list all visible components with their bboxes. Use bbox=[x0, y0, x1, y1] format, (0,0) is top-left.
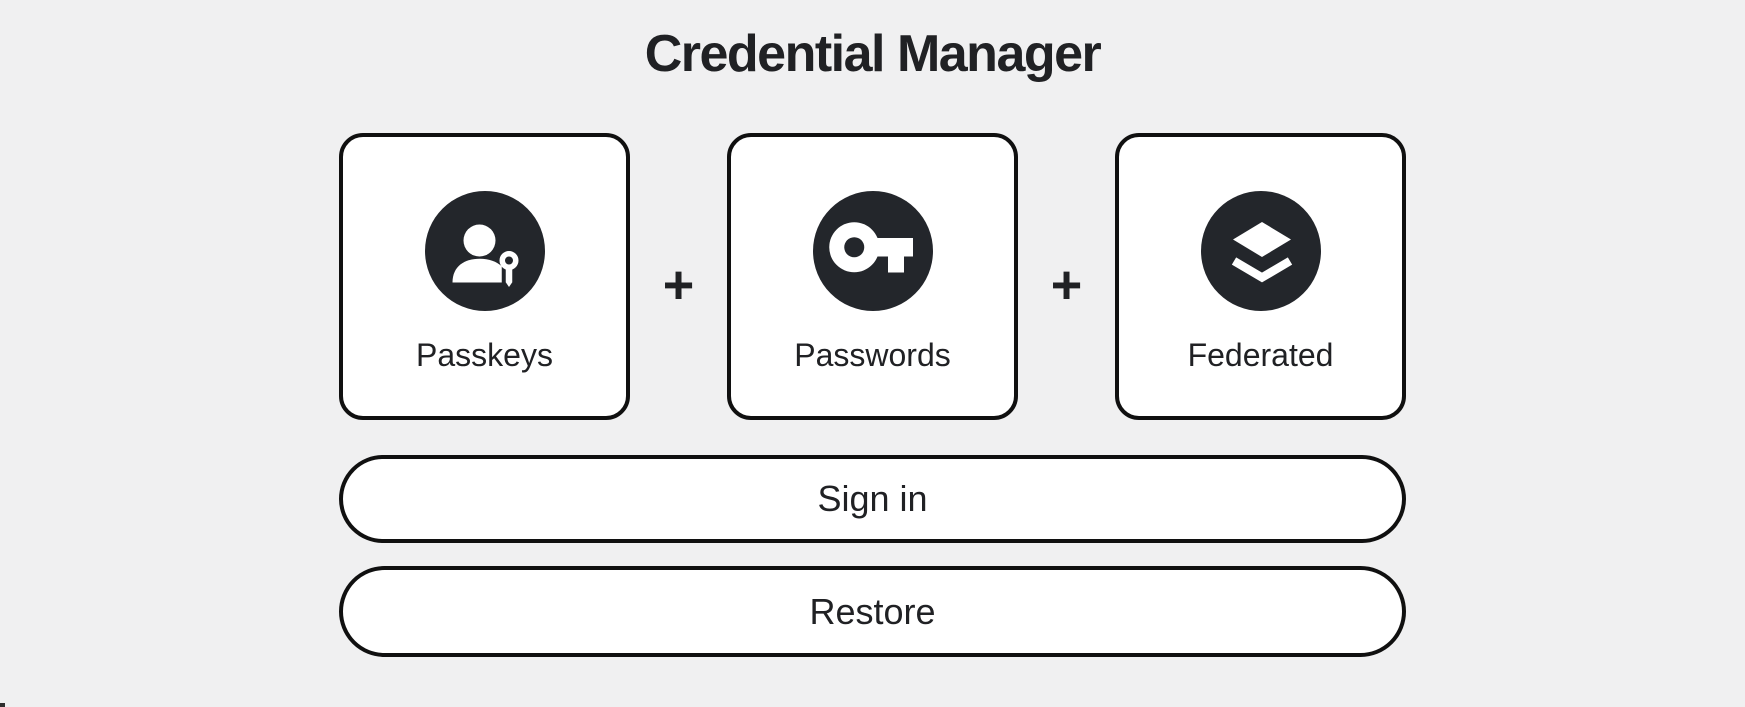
card-label-passwords: Passwords bbox=[794, 337, 951, 373]
restore-button[interactable]: Restore bbox=[339, 566, 1406, 657]
page-title: Credential Manager bbox=[644, 25, 1102, 83]
passkey-person-key-icon bbox=[424, 191, 545, 311]
plus-separator: + bbox=[1050, 254, 1083, 315]
federated-layers-icon bbox=[1200, 191, 1321, 311]
card-label-federated: Federated bbox=[1187, 337, 1334, 373]
key-icon bbox=[812, 191, 933, 311]
main-content: Passkeys + Passwords + bbox=[339, 133, 1406, 657]
card-passwords[interactable]: Passwords bbox=[727, 133, 1018, 420]
card-passkeys[interactable]: Passkeys bbox=[339, 133, 630, 420]
plus-separator: + bbox=[662, 254, 695, 315]
credential-types-row: Passkeys + Passwords + bbox=[339, 133, 1406, 420]
card-federated[interactable]: Federated bbox=[1115, 133, 1406, 420]
sign-in-button[interactable]: Sign in bbox=[339, 455, 1406, 543]
screen-corner-artifact bbox=[0, 703, 5, 707]
card-label-passkeys: Passkeys bbox=[416, 337, 553, 373]
